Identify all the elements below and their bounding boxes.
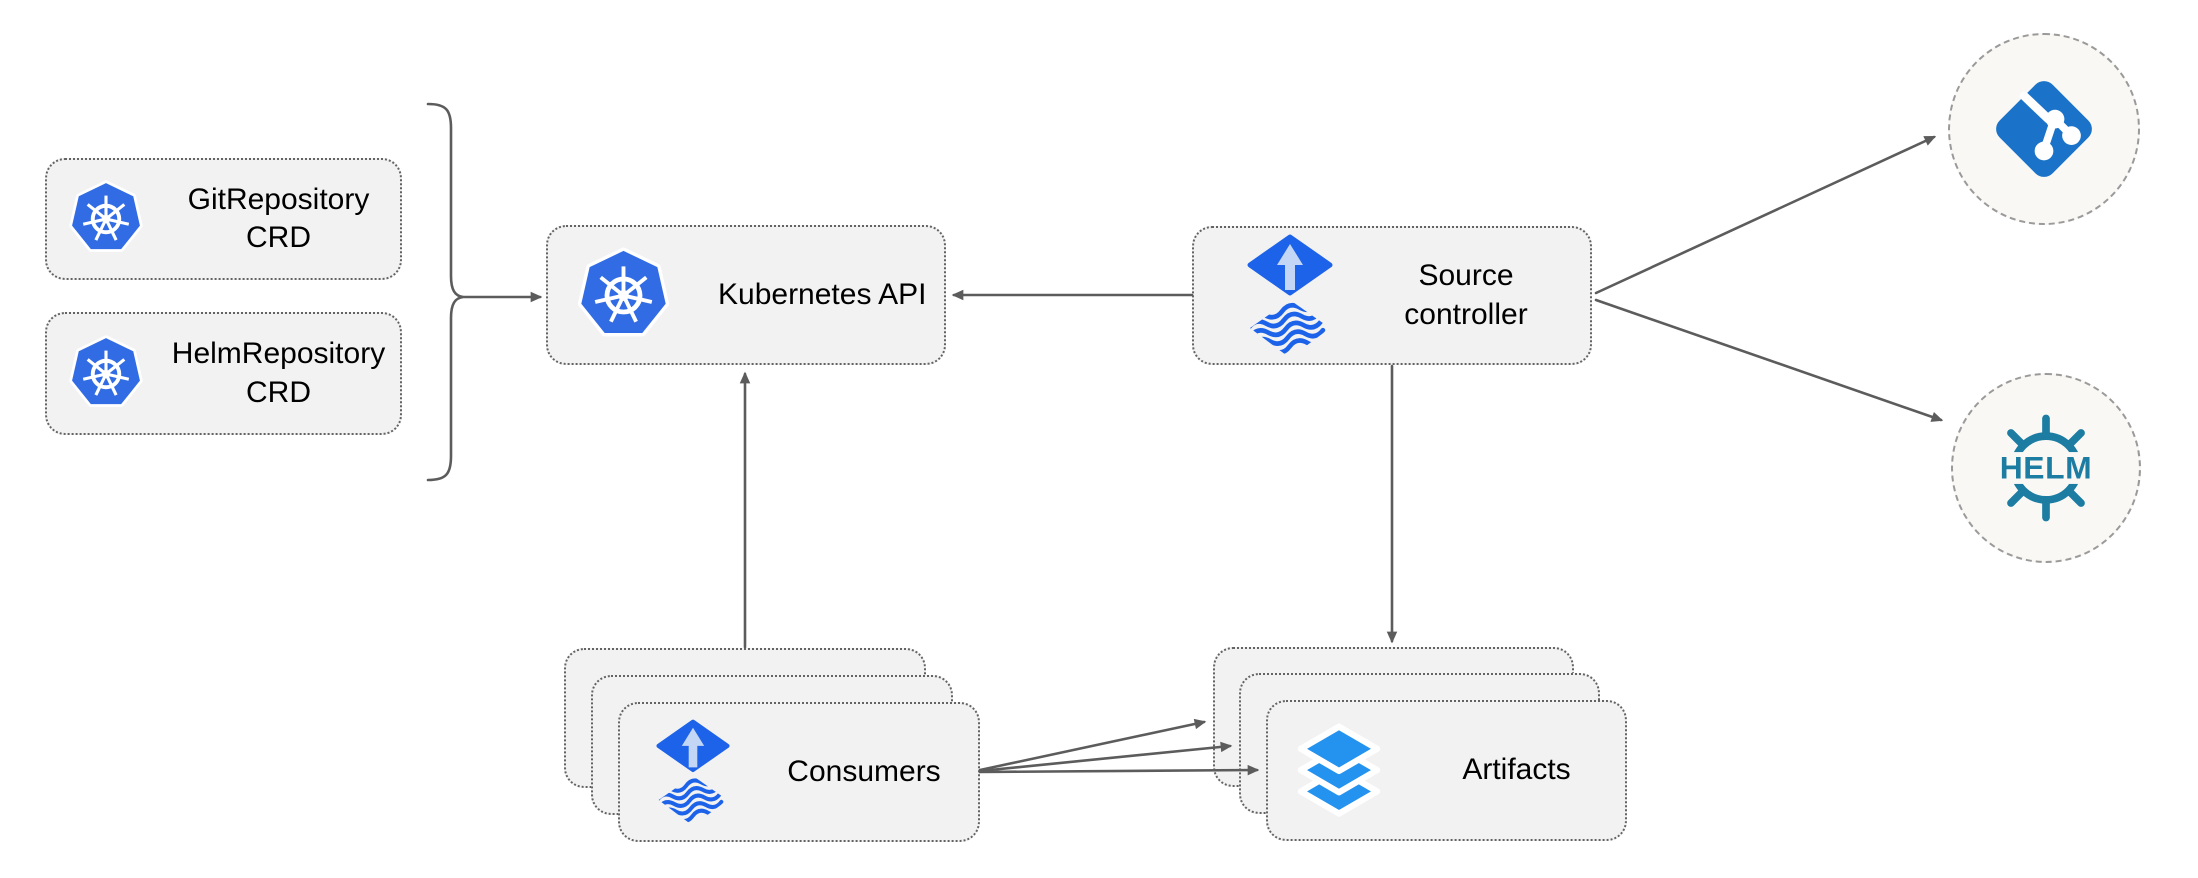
node-label: Kubernetes API: [718, 277, 927, 311]
node-helm-remote: HELM: [1951, 373, 2141, 563]
git-icon: [1989, 74, 2099, 184]
arrow-source-to-helm: [1594, 298, 1944, 422]
node-label-line2: controller: [1404, 297, 1528, 331]
arrow-consumers-to-artifacts-1: [978, 718, 1207, 772]
kubernetes-icon: [67, 334, 145, 413]
node-label: Consumers: [787, 754, 941, 788]
crd-group-brace: [426, 102, 464, 482]
node-kubernetes-api: Kubernetes API: [546, 225, 946, 365]
flux-icon: [1240, 234, 1340, 358]
node-label-line1: Source: [1418, 259, 1514, 293]
node-label: HelmRepository CRD: [157, 335, 400, 412]
node-helmrepository-crd: HelmRepository CRD: [45, 312, 402, 435]
node-label-line2: CRD: [246, 221, 311, 254]
node-label: GitRepository CRD: [157, 181, 400, 258]
kubernetes-icon: [67, 180, 145, 258]
node-label-line2: CRD: [246, 375, 311, 409]
node-label-line1: HelmRepository: [171, 337, 386, 371]
arrow-source-to-git: [1594, 135, 1937, 295]
node-label: Source controller: [1370, 257, 1562, 334]
layers-icon: [1292, 721, 1386, 821]
helm-logo-text: HELM: [2000, 450, 2093, 486]
node-consumers: Consumers: [618, 702, 980, 842]
node-gitrepository-crd: GitRepository CRD: [45, 158, 402, 280]
flux-icon: [650, 719, 736, 826]
node-label: Artifacts: [1462, 753, 1571, 787]
node-git-remote: [1948, 33, 2140, 225]
node-source-controller: Source controller: [1192, 226, 1592, 365]
kubernetes-icon: [575, 246, 672, 344]
node-label-line1: GitRepository: [187, 182, 370, 216]
node-artifacts: Artifacts: [1266, 700, 1627, 841]
arrow-consumers-to-artifacts-2: [978, 741, 1233, 773]
helm-icon: HELM: [1987, 409, 2105, 527]
